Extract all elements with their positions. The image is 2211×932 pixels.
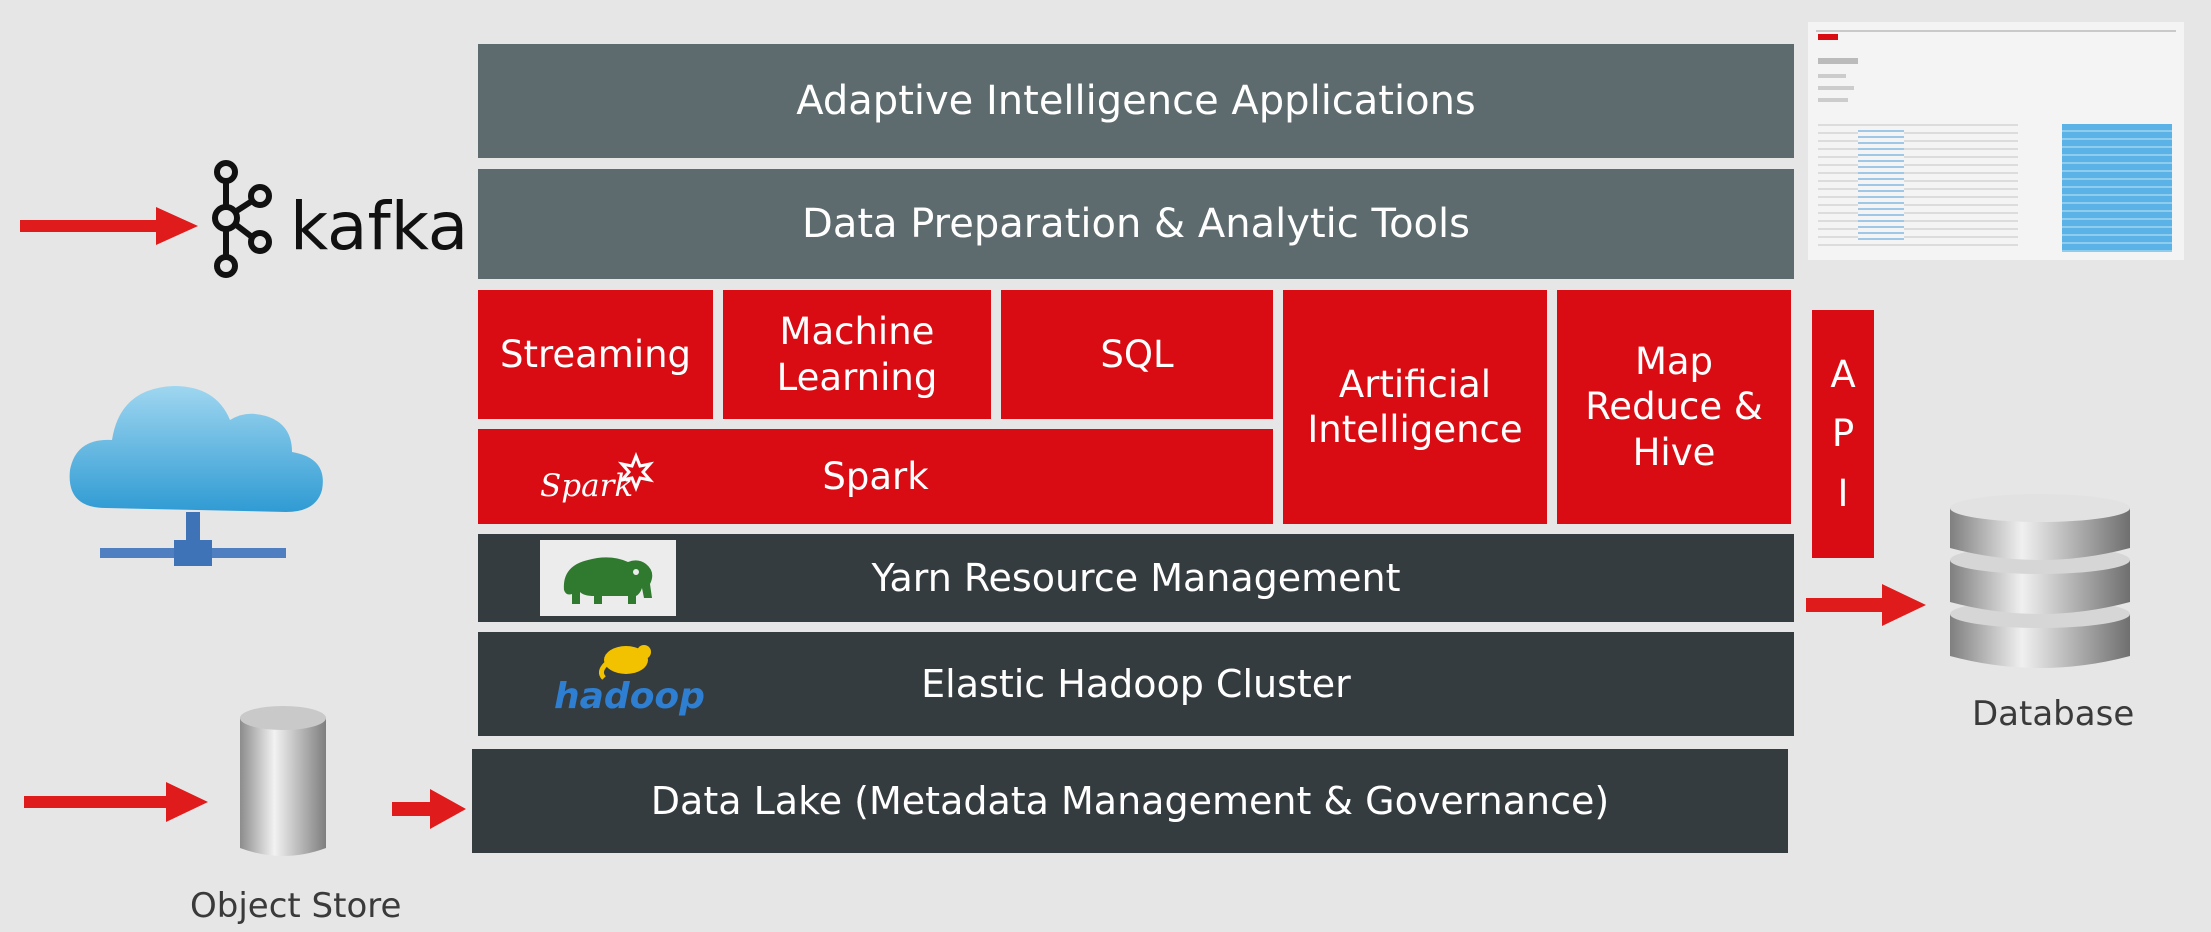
- arrow-right-icon: [1806, 584, 1926, 626]
- block-map-reduce-hive-label: Map Reduce & Hive: [1585, 340, 1763, 474]
- layer-applications: Adaptive Intelligence Applications: [478, 44, 1794, 158]
- database-label: Database: [1972, 694, 2135, 734]
- block-sql: SQL: [1001, 290, 1273, 419]
- object-store-cylinder-icon: [236, 702, 330, 864]
- block-streaming-label: Streaming: [499, 332, 692, 376]
- spark-logo-icon: Spark: [536, 451, 666, 508]
- hadoop-elephant-icon: hadoop: [548, 640, 728, 730]
- cloud-network-icon: [66, 358, 336, 588]
- arrow-right-icon: [24, 782, 208, 822]
- layer-hadoop-cluster: Elastic Hadoop Cluster: [478, 632, 1794, 736]
- layer-data-lake: Data Lake (Metadata Management & Governa…: [472, 749, 1788, 853]
- elephant-icon: [540, 540, 676, 616]
- api-label: A P I: [1830, 352, 1855, 515]
- arrow-right-icon: [392, 789, 466, 829]
- block-artificial-intelligence: Artificial Intelligence: [1283, 290, 1547, 524]
- report-thumbnail: [1808, 22, 2184, 260]
- kafka-logo-text: kafka: [290, 188, 469, 265]
- block-sql-label: SQL: [1100, 332, 1174, 376]
- arrow-right-icon: [20, 207, 198, 245]
- block-machine-learning-label: Machine Learning: [776, 310, 938, 399]
- layer-yarn-label: Yarn Resource Management: [871, 555, 1401, 600]
- block-streaming: Streaming: [478, 290, 713, 419]
- layer-data-lake-label: Data Lake (Metadata Management & Governa…: [650, 778, 1610, 823]
- block-machine-learning: Machine Learning: [723, 290, 991, 419]
- api-letter-i: I: [1837, 471, 1849, 515]
- block-spark: Spark: [478, 429, 1273, 524]
- block-map-reduce-hive: Map Reduce & Hive: [1557, 290, 1791, 524]
- layer-hadoop-cluster-label: Elastic Hadoop Cluster: [921, 661, 1351, 706]
- object-store-label: Object Store: [190, 886, 402, 926]
- layer-data-preparation: Data Preparation & Analytic Tools: [478, 169, 1794, 279]
- api-letter-p: P: [1831, 412, 1855, 456]
- block-artificial-intelligence-label: Artificial Intelligence: [1307, 362, 1523, 451]
- layer-data-preparation-label: Data Preparation & Analytic Tools: [802, 200, 1470, 247]
- layer-yarn: Yarn Resource Management: [478, 534, 1794, 622]
- kafka-logo-icon: [206, 160, 276, 280]
- api-bar: A P I: [1812, 310, 1874, 558]
- block-spark-label: Spark: [822, 454, 929, 498]
- spark-logo-text: Spark: [540, 468, 633, 504]
- api-letter-a: A: [1830, 353, 1856, 397]
- layer-applications-label: Adaptive Intelligence Applications: [796, 77, 1476, 124]
- hadoop-logo-text: hadoop: [554, 676, 705, 717]
- database-stack-icon: [1946, 490, 2134, 676]
